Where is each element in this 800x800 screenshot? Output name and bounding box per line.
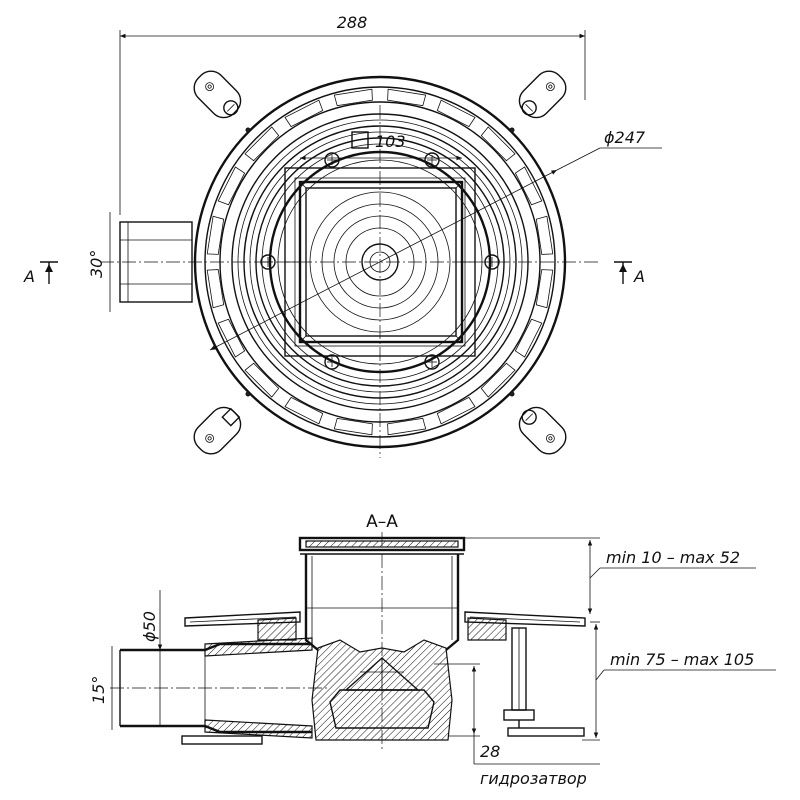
screw-left-icon (260, 254, 276, 270)
plan-view: 288 ϕ247 103 30° A (23, 13, 662, 458)
trap-label: гидрозатвор (480, 769, 587, 788)
dim-range-bottom: min 75 – max 105 (582, 621, 776, 741)
drain-body (311, 639, 453, 741)
dim-width: 288 (119, 13, 586, 215)
bracket-bottom-right (518, 406, 567, 455)
dim-range-top-label: min 10 – max 52 (606, 548, 740, 567)
screw-bottom-left-icon (324, 354, 340, 370)
dim-grate-label: 103 (375, 132, 406, 151)
dim-width-label: 288 (337, 13, 368, 32)
dim-range-top: min 10 – max 52 (464, 537, 756, 614)
flange-rib-slot (387, 417, 427, 436)
screw-right-icon (484, 254, 500, 270)
screw-top-right-icon (424, 152, 440, 168)
dim-angle-section-label: 15° (89, 676, 108, 704)
flange-outer (193, 75, 567, 449)
dim-diameter: ϕ247 (209, 128, 662, 351)
flange-rib-slot (436, 99, 476, 128)
flange-rib-slot (244, 126, 280, 162)
flange-rib-slot (244, 362, 280, 398)
outlet-pipe-section (119, 637, 313, 745)
dim-angle-plan: 30° (87, 212, 111, 312)
dim-pipe-diameter: ϕ50 (140, 590, 163, 650)
outlet-pipe-plan (119, 221, 193, 303)
flange-rib-slot (333, 88, 373, 107)
dim-trap-label: 28 (480, 742, 500, 761)
mounting-brackets (193, 70, 567, 455)
flange-rib-slot (284, 99, 324, 128)
section-title: A–A (366, 512, 398, 532)
flange-holes (245, 127, 515, 397)
section-right-label: A (633, 267, 645, 286)
flange-rib-slot (436, 396, 476, 425)
dim-angle-plan-label: 30° (87, 250, 106, 278)
flange-rib-slot (284, 396, 324, 425)
dim-pipe-diameter-label: ϕ50 (140, 611, 159, 642)
adjustable-leg (503, 627, 585, 737)
bracket-top-right (518, 70, 567, 119)
flange-rib-slot (387, 88, 427, 107)
flange-rib-slot (333, 417, 373, 436)
flange-rib-slot (480, 362, 516, 398)
dim-angle-section: 15° (89, 646, 113, 730)
dim-range-bottom-label: min 75 – max 105 (610, 650, 754, 669)
floor-flange (184, 611, 586, 641)
flange-rib-slot (480, 126, 516, 162)
extension-sleeve (304, 554, 460, 651)
section-grate (298, 536, 466, 555)
section-left-label: A (23, 267, 35, 286)
dim-diameter-label: ϕ247 (604, 128, 646, 147)
dim-grate: 103 (300, 131, 462, 161)
dim-trap: 28 гидрозатвор (434, 663, 600, 788)
screw-bottom-right-icon (424, 354, 440, 370)
section-marker-right: A (614, 261, 645, 286)
bracket-top-left (193, 70, 242, 119)
screw-top-left-icon (324, 152, 340, 168)
section-view: A–A (89, 512, 776, 788)
bracket-bottom-left (193, 406, 242, 455)
section-marker-left: A (23, 261, 58, 286)
